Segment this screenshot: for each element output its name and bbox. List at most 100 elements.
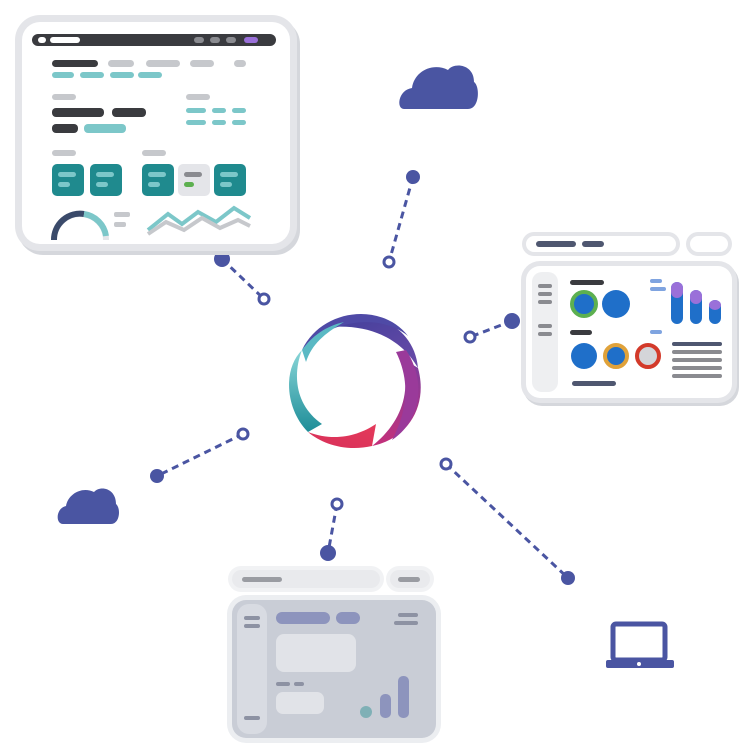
kpi-tile-line <box>58 182 70 187</box>
connector-endpoint <box>561 571 575 585</box>
kpi-tile-line <box>96 172 114 177</box>
kpi-tile-inactive <box>178 164 210 196</box>
sub-nav-item <box>138 72 162 78</box>
sidebar-item <box>538 292 552 296</box>
metric-chip <box>186 120 206 125</box>
connector-hub-endpoint <box>236 427 250 441</box>
kpi-tile <box>142 164 174 196</box>
connector-endpoint <box>504 313 520 329</box>
status-dot <box>602 290 630 318</box>
metric-chip <box>212 108 226 113</box>
line-series <box>146 205 252 232</box>
connector-laptop <box>444 462 570 580</box>
sidebar-item <box>538 284 552 288</box>
section-label <box>52 94 76 100</box>
kpi-tile-line <box>58 172 76 177</box>
kpi-tile-line <box>220 182 232 187</box>
section-label <box>186 94 210 100</box>
nav-item <box>190 60 214 67</box>
sidebar-item <box>538 332 552 336</box>
sidebar-item <box>244 616 260 620</box>
chart-widgets <box>570 279 722 378</box>
header-text <box>398 613 418 617</box>
window-dot <box>226 37 236 43</box>
nav-item <box>234 60 246 67</box>
sub-nav-item <box>110 72 134 78</box>
status-dot <box>571 343 597 369</box>
header-text <box>394 621 418 625</box>
connector-hub-endpoint <box>439 457 453 471</box>
window-dot-accent <box>244 37 258 43</box>
stat-change <box>84 124 126 133</box>
bar-mark <box>398 676 409 718</box>
sidebar-item <box>538 300 552 304</box>
muted-chart <box>360 676 409 718</box>
mini-charts <box>50 205 252 241</box>
window-dot <box>194 37 204 43</box>
line-series <box>146 215 251 236</box>
kpi-tile-line <box>148 182 160 187</box>
connector-hub-endpoint <box>330 497 344 511</box>
dashboard-muted-window <box>232 570 438 742</box>
connector-endpoint <box>150 469 164 483</box>
connector-endpoint <box>214 251 230 267</box>
metric-chip <box>232 108 246 113</box>
kpi-tile-line <box>148 172 166 177</box>
content-label <box>294 682 304 686</box>
address-text <box>242 577 282 582</box>
section-label <box>570 330 592 335</box>
kpi-tile-line <box>96 182 108 187</box>
sub-nav-item <box>80 72 104 78</box>
header-pill <box>276 612 330 624</box>
address-bar <box>232 570 380 588</box>
title-bar-text <box>50 37 80 43</box>
kpi-tile-line <box>220 172 238 177</box>
menu-button-text <box>398 577 420 582</box>
sub-nav-item <box>52 72 74 78</box>
content-card <box>276 692 324 714</box>
dashboard-analytics-window <box>22 22 290 244</box>
header-pill <box>336 612 360 624</box>
stat-value <box>52 124 78 133</box>
connector-endpoint <box>320 545 336 561</box>
status-ring-orange <box>603 343 629 369</box>
chart-caption <box>572 381 616 386</box>
window-dot <box>38 37 46 43</box>
bar-mark <box>380 694 391 718</box>
section-label <box>570 280 604 285</box>
content-card <box>276 634 356 672</box>
metric-chip <box>212 120 226 125</box>
window-dot <box>210 37 220 43</box>
nav-item <box>52 60 98 67</box>
metric-chip <box>186 108 206 113</box>
section-label <box>52 150 76 156</box>
connector-cloud-top <box>387 176 415 263</box>
connector-dashboard-charts <box>469 319 513 339</box>
status-ring-red <box>635 343 661 369</box>
sidebar-item <box>244 716 260 720</box>
kpi-tile <box>52 164 84 196</box>
connector-dashboard-muted <box>326 503 339 554</box>
metric-chip <box>232 120 246 125</box>
stat-value <box>112 108 146 117</box>
connector-cloud-left <box>156 432 244 478</box>
address-text <box>582 241 604 247</box>
stat-value <box>52 108 104 117</box>
section-label <box>142 150 166 156</box>
nav-item <box>146 60 180 67</box>
connector-endpoint <box>406 170 420 184</box>
connector-hub-endpoint <box>382 255 396 269</box>
address-text <box>536 241 576 247</box>
dashboard-charts-window <box>526 236 740 406</box>
legend-dot <box>360 706 372 718</box>
kpi-tile <box>214 164 246 196</box>
menu-button <box>690 236 728 252</box>
connector-dashboard-analytics <box>220 257 266 301</box>
kpi-tile <box>90 164 122 196</box>
sidebar-item <box>244 624 260 628</box>
